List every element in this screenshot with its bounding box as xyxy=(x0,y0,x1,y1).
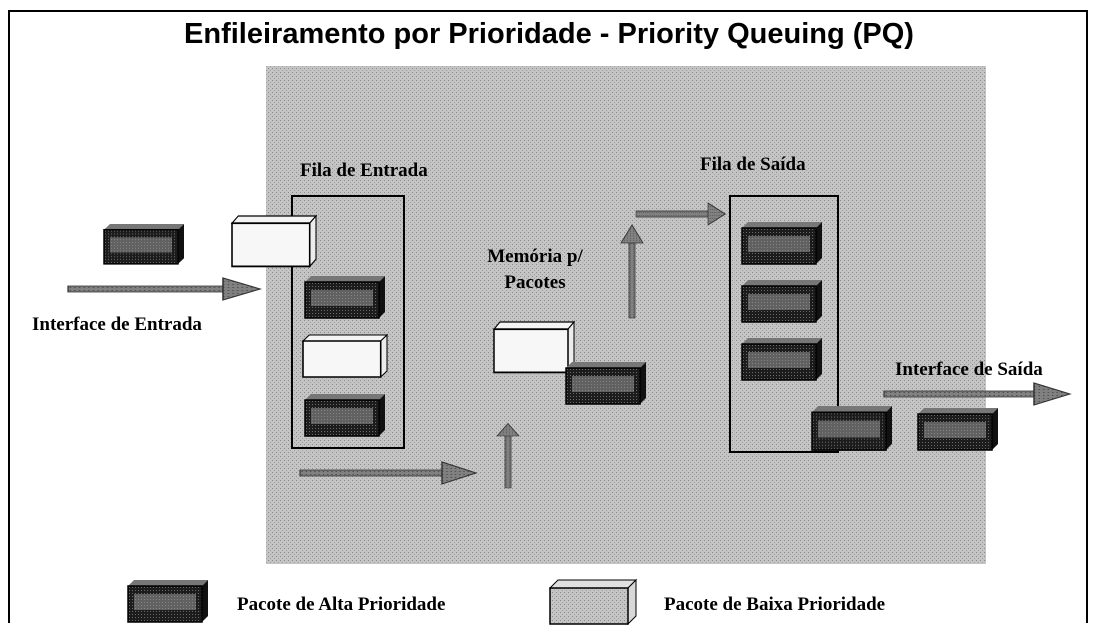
low-priority-packet xyxy=(231,215,317,268)
memory-label-line1: Memória p/ xyxy=(487,246,583,267)
legend-low-label: Pacote de Baixa Prioridade xyxy=(664,594,886,615)
router-area xyxy=(266,66,986,564)
input-arrow xyxy=(67,277,261,301)
output-queue-label: Fila de Saída xyxy=(700,154,806,175)
high-priority-packet xyxy=(811,405,893,451)
legend-high-icon xyxy=(127,579,209,623)
low-priority-packet xyxy=(302,334,388,378)
high-priority-packet xyxy=(917,407,999,451)
high-priority-packet xyxy=(741,337,823,381)
diagram-title: Enfileiramento por Prioridade - Priority… xyxy=(184,18,914,50)
high-priority-packet xyxy=(304,275,386,319)
high-priority-packet xyxy=(304,393,386,437)
output-queue-box xyxy=(729,195,839,453)
memory-label-line2: Pacotes xyxy=(504,272,566,293)
input-interface-label: Interface de Entrada xyxy=(32,314,202,335)
high-priority-packet xyxy=(741,279,823,323)
high-priority-packet xyxy=(741,221,823,265)
memory-label: Memória p/ Pacotes xyxy=(480,244,590,296)
low-priority-packet xyxy=(493,321,575,374)
input-queue-box xyxy=(291,195,405,449)
legend-low-icon xyxy=(548,578,638,625)
high-priority-packet xyxy=(103,223,185,265)
output-interface-label: Interface de Saída xyxy=(895,359,1043,380)
input-queue-label: Fila de Entrada xyxy=(300,160,428,181)
diagram-frame xyxy=(8,10,1088,623)
high-priority-packet xyxy=(565,361,647,405)
legend-high-label: Pacote de Alta Prioridade xyxy=(237,594,446,615)
